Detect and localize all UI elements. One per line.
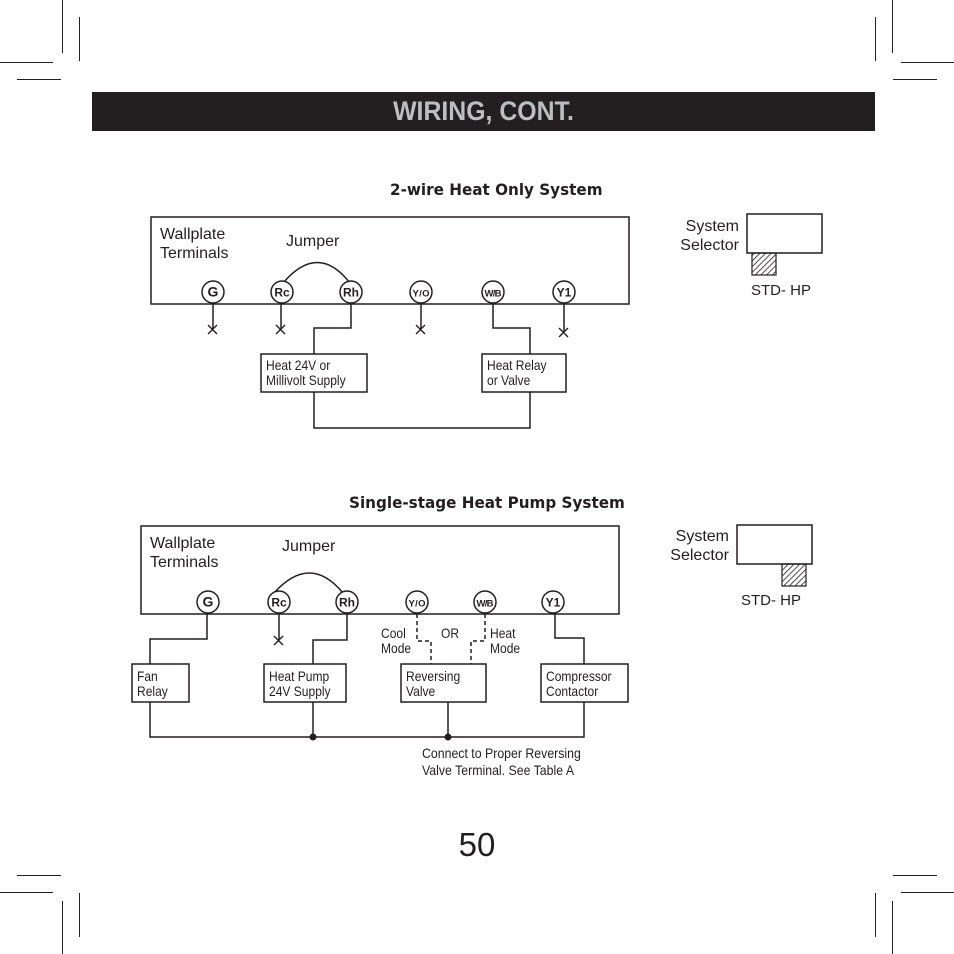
terminal-label: Rc [271, 596, 287, 610]
jumper-label: Jumper [286, 233, 340, 250]
selector-positions-label: STD- HP [741, 592, 801, 609]
or-label: OR [441, 625, 460, 641]
reversing-valve-label: Reversing Valve [406, 668, 461, 699]
crop-mark [893, 79, 937, 80]
reversing-valve-box [400, 663, 487, 703]
reversing-valve-note: Connect to Proper Reversing Valve Termin… [422, 745, 581, 778]
terminal-group: G Rc Rh Y/O W/B Y1 [196, 590, 565, 614]
terminal-circle [339, 280, 363, 304]
wire-y1-compressor [554, 614, 585, 664]
heat-supply-label: Heat 24V or Millivolt Supply [266, 357, 346, 388]
page-number: 50 [458, 826, 496, 863]
crop-mark [901, 62, 954, 63]
crop-mark [892, 901, 893, 954]
wallplate-box [150, 216, 630, 305]
terminal-circle [541, 590, 565, 614]
crop-mark [62, 0, 63, 53]
terminal-label: Y1 [546, 596, 561, 610]
wallplate-box [140, 525, 620, 615]
terminal-label: Y/O [413, 289, 430, 300]
crop-mark [79, 893, 80, 937]
junction-dot [309, 733, 317, 741]
wire-wb-relay [492, 304, 531, 354]
fan-relay-label: Fan Relay [137, 668, 168, 699]
terminal-circle [270, 280, 294, 304]
section-header: WIRING, CONT. [92, 92, 875, 131]
terminal-circle [201, 280, 225, 304]
crop-mark [17, 875, 61, 876]
terminal-circle [409, 280, 433, 304]
junction-dot [444, 733, 452, 741]
terminal-circle [481, 280, 505, 304]
crop-mark [0, 62, 53, 63]
system-selector-label: System Selector [670, 528, 729, 564]
terminal-label: Rc [274, 286, 290, 300]
x-icon [415, 324, 426, 335]
wire-supply-relay [313, 392, 531, 429]
wire-rh-supply [312, 614, 348, 664]
crop-mark [875, 893, 876, 937]
cool-mode-label: Cool Mode [381, 625, 412, 656]
wire-cool-mode [416, 614, 432, 664]
terminal-label: W/B [485, 289, 502, 300]
terminal-label: Y1 [557, 286, 572, 300]
heat-pump-supply-box [263, 663, 347, 703]
crop-mark [893, 875, 937, 876]
crop-mark [79, 17, 80, 61]
crop-mark [901, 892, 954, 893]
selector-switch-hp [781, 563, 807, 587]
heat-relay-label: Heat Relay or Valve [487, 357, 547, 388]
wallplate-label: Wallplate Terminals [150, 535, 219, 571]
jumper-wire [282, 261, 351, 284]
wire-heat-mode [470, 614, 486, 664]
system-selector-box [736, 524, 813, 565]
heat-pump-supply-label: Heat Pump 24V Supply [269, 668, 331, 699]
diagram-title-heat-pump: Single-stage Heat Pump System [349, 493, 625, 512]
terminal-label: Rh [339, 596, 355, 610]
wire-g-fan [149, 614, 208, 664]
jumper-wire [273, 572, 344, 594]
terminal-label: Rh [343, 286, 359, 300]
crop-mark [875, 17, 876, 61]
terminal-group: G Rc Rh Y/O W/B Y1 [201, 280, 576, 304]
unconnected-marks [207, 324, 569, 646]
terminal-circle [335, 590, 359, 614]
system-selector-label: System Selector [680, 218, 739, 254]
terminal-circle [267, 590, 291, 614]
selector-positions-label: STD- HP [751, 282, 811, 299]
x-icon [558, 327, 569, 338]
terminal-circle [473, 590, 497, 614]
compressor-label: Compressor Contactor [546, 668, 612, 699]
x-icon [273, 635, 284, 646]
terminal-circle [552, 280, 576, 304]
heat-mode-label: Heat Mode [490, 625, 521, 656]
wire-common [149, 702, 585, 738]
crop-mark [62, 901, 63, 954]
heat-relay-box [481, 353, 567, 393]
system-selector-box [746, 213, 823, 254]
terminal-circle [405, 590, 429, 614]
diagram-title-heat-only: 2-wire Heat Only System [390, 180, 603, 199]
x-icon [207, 324, 218, 335]
selector-switch-std [751, 252, 777, 276]
terminal-label: G [208, 284, 219, 300]
crop-mark [17, 79, 61, 80]
wire-rh-supply [313, 304, 352, 354]
terminal-label: W/B [477, 599, 494, 610]
crop-mark [892, 0, 893, 53]
header-title: WIRING, CONT. [393, 96, 574, 126]
terminal-label: G [203, 594, 214, 610]
terminal-label: Y/O [409, 599, 426, 610]
crop-mark [0, 892, 53, 893]
x-icon [275, 324, 286, 335]
terminal-circle [196, 590, 220, 614]
fan-relay-box [131, 663, 190, 703]
jumper-label: Jumper [282, 538, 336, 555]
wallplate-label: Wallplate Terminals [160, 226, 229, 262]
